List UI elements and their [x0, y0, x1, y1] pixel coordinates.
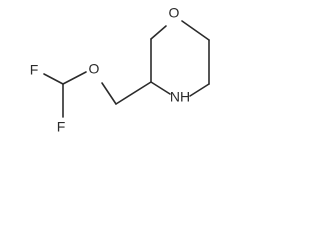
molecule-diagram: O NH O F F — [30, 5, 210, 135]
bond-c3-ch2 — [115, 81, 152, 105]
bond-etherO-chf2 — [62, 71, 87, 85]
bond-ch2-etherO — [101, 82, 117, 105]
structure-canvas: O NH O F F — [0, 0, 220, 138]
bond-n-c3 — [150, 81, 171, 95]
bond-chf2-ftop — [43, 73, 64, 85]
bond-c2-n — [189, 83, 210, 97]
bond-ringO-c1 — [181, 20, 210, 41]
fluorine-bottom-label: F — [57, 119, 66, 135]
fluorine-top-label: F — [30, 62, 39, 78]
ring-oxygen-label: O — [169, 5, 180, 21]
ether-oxygen-label: O — [89, 61, 100, 77]
ring-nitrogen-label: NH — [170, 89, 190, 105]
bond-c4-ringO — [150, 25, 167, 40]
